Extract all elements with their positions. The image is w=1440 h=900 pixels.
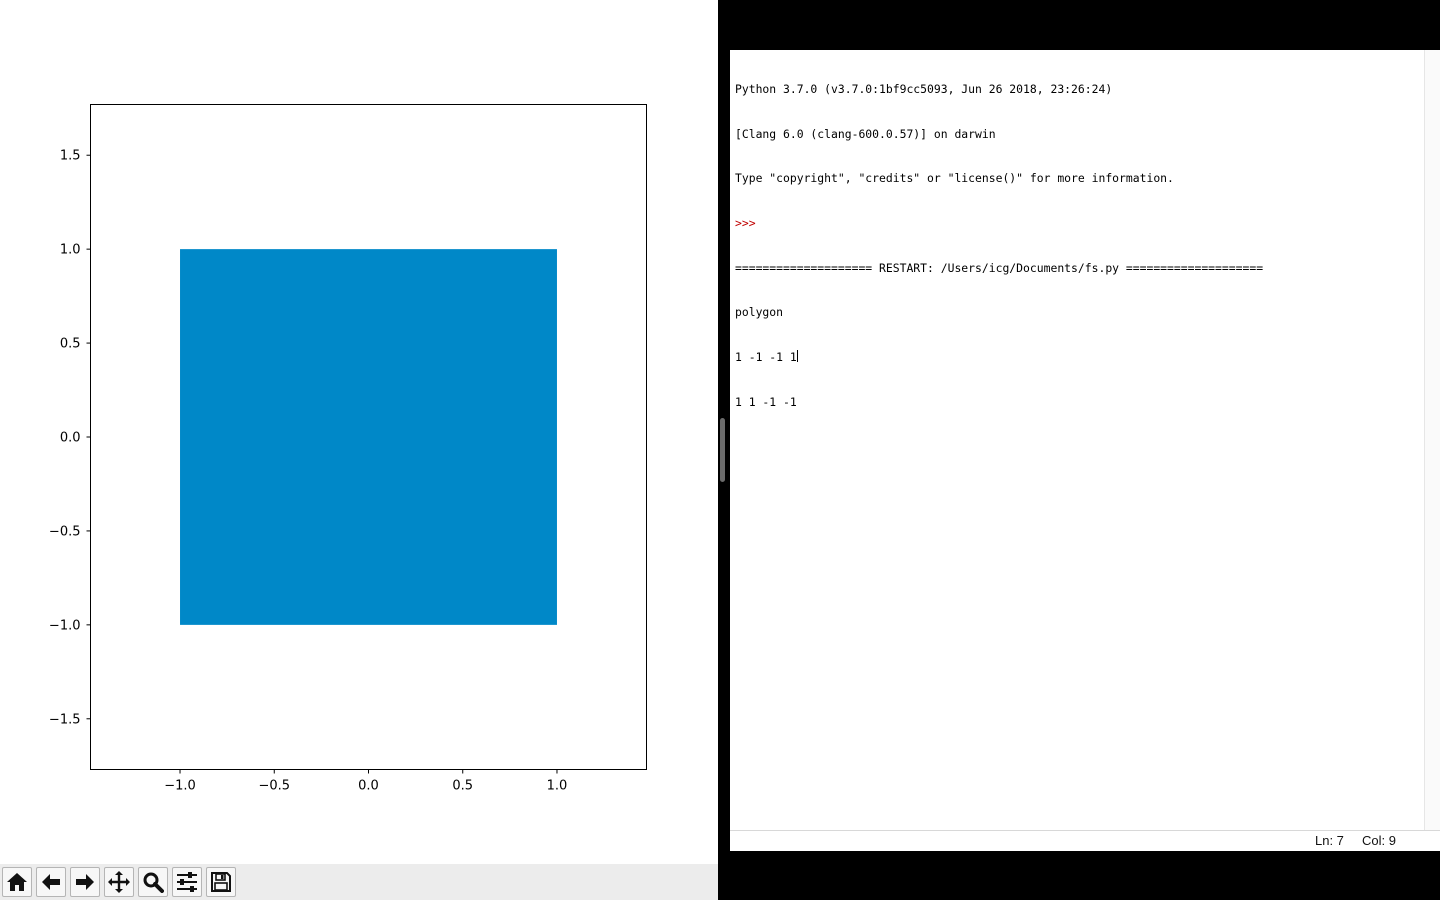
x-tick-label: 1.0 — [547, 779, 568, 794]
save-button[interactable] — [206, 867, 236, 897]
shell-prompt: >>> — [735, 215, 756, 230]
y-tick-label: −1.0 — [49, 618, 81, 633]
shell-input-line[interactable]: 1 -1 -1 1 — [735, 350, 1425, 365]
plot-canvas[interactable]: −1.0 −0.5 0.0 0.5 1.0 −1.5 −1.0 −0.5 0.0 0.5 1.0 1.… — [0, 0, 718, 864]
python-shell-window: Python 3.7.0 (v3.7.0:1bf9cc5093, Jun 26 … — [730, 50, 1440, 851]
shell-input-text: 1 -1 -1 1 — [735, 350, 797, 365]
window-divider-handle[interactable] — [720, 418, 725, 482]
save-icon — [211, 872, 231, 892]
shell-banner-line: Python 3.7.0 (v3.7.0:1bf9cc5093, Jun 26 … — [735, 81, 1113, 96]
shell-banner-line: [Clang 6.0 (clang-600.0.57)] on darwin — [735, 126, 996, 141]
status-bar: Ln: 7 Col: 9 — [730, 830, 1440, 851]
polygon-patch — [180, 249, 557, 625]
y-tick-label: 0.5 — [60, 337, 81, 352]
x-tick-label: −1.0 — [164, 779, 196, 794]
y-tick-label: −1.5 — [49, 712, 81, 727]
shell-scrollbar[interactable] — [1424, 50, 1440, 830]
figure-window: −1.0 −0.5 0.0 0.5 1.0 −1.5 −1.0 −0.5 0.0 0.5 1.0 1.… — [0, 0, 718, 900]
forward-button[interactable] — [70, 867, 100, 897]
shell-output-line: 1 1 -1 -1 — [735, 394, 797, 409]
shell-restart-line: ==================== RESTART: /Users/icg… — [735, 260, 1264, 275]
zoom-icon — [143, 872, 164, 893]
zoom-button[interactable] — [138, 867, 168, 897]
home-button[interactable] — [2, 867, 32, 897]
y-tick-label: 0.0 — [60, 431, 81, 446]
shell-banner-line: Type "copyright", "credits" or "license(… — [735, 171, 1174, 186]
home-icon — [7, 873, 27, 891]
status-column-number: Col: 9 — [1362, 833, 1396, 848]
y-tick-label: 1.0 — [60, 243, 81, 258]
forward-icon — [76, 874, 94, 890]
back-icon — [42, 874, 60, 890]
pan-button[interactable] — [104, 867, 134, 897]
y-tick-label: 1.5 — [60, 149, 81, 164]
x-tick-label: 0.5 — [452, 779, 473, 794]
x-tick-label: 0.0 — [358, 779, 379, 794]
x-tick-label: −0.5 — [258, 779, 290, 794]
text-cursor — [796, 350, 798, 363]
y-tick-label: −0.5 — [49, 524, 81, 539]
status-line-number: Ln: 7 — [1315, 833, 1344, 848]
configure-subplots-icon — [177, 872, 197, 892]
navigation-toolbar — [0, 864, 718, 900]
back-button[interactable] — [36, 867, 66, 897]
shell-text-area[interactable]: Python 3.7.0 (v3.7.0:1bf9cc5093, Jun 26 … — [735, 52, 1425, 830]
pan-icon — [108, 871, 130, 893]
configure-subplots-button[interactable] — [172, 867, 202, 897]
shell-output-line: polygon — [735, 305, 784, 320]
